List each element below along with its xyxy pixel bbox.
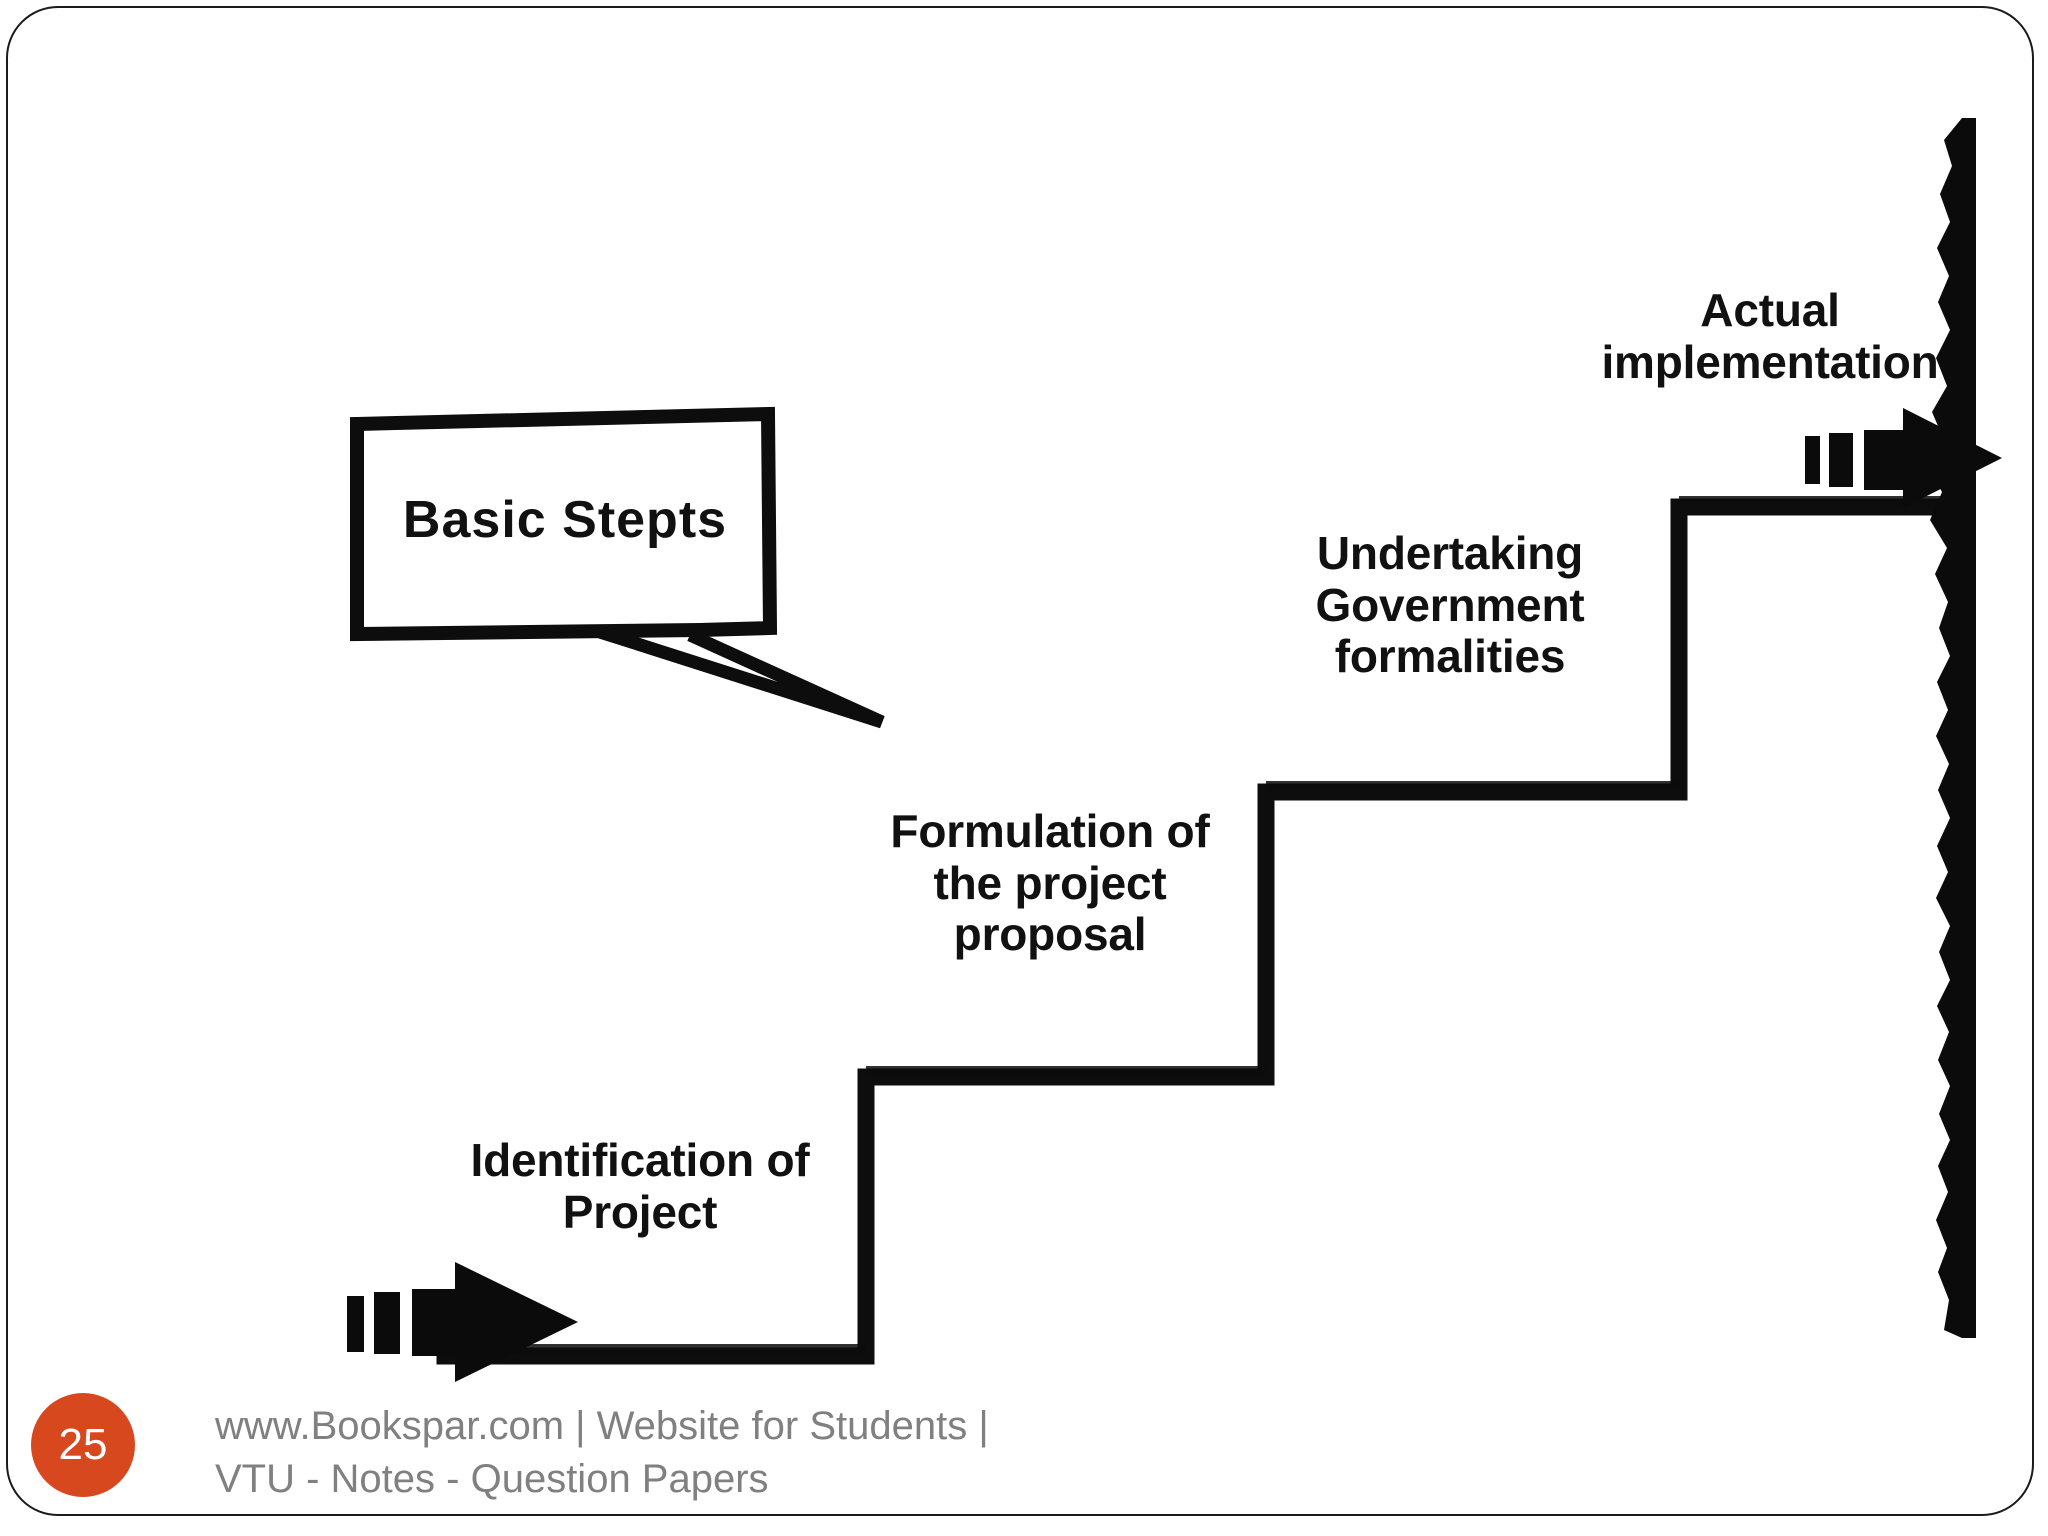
- staircase-ink-thickening: [445, 496, 1962, 1354]
- callout-title-text: Basic Stepts: [402, 491, 728, 549]
- page-number-badge: 25: [31, 1393, 135, 1497]
- footer-line-2: VTU - Notes - Question Papers: [215, 1456, 769, 1501]
- step-1-label: Identification of Project: [470, 1134, 810, 1238]
- staircase-path: [436, 498, 1971, 1365]
- entry-arrow-bottom-icon: [347, 1262, 578, 1382]
- scan-edge-band: [1928, 118, 1976, 1338]
- step-4-label: Actual implementation: [1601, 284, 1939, 388]
- callout-box-shape: [350, 406, 885, 729]
- footer-line-1: www.Bookspar.com | Website for Students …: [215, 1404, 989, 1448]
- step-3-label: Undertaking Government formalities: [1315, 527, 1585, 683]
- step-2-label: Formulation of the project proposal: [890, 805, 1210, 961]
- footer-credit: www.Bookspar.com | Website for Students …: [215, 1400, 1515, 1506]
